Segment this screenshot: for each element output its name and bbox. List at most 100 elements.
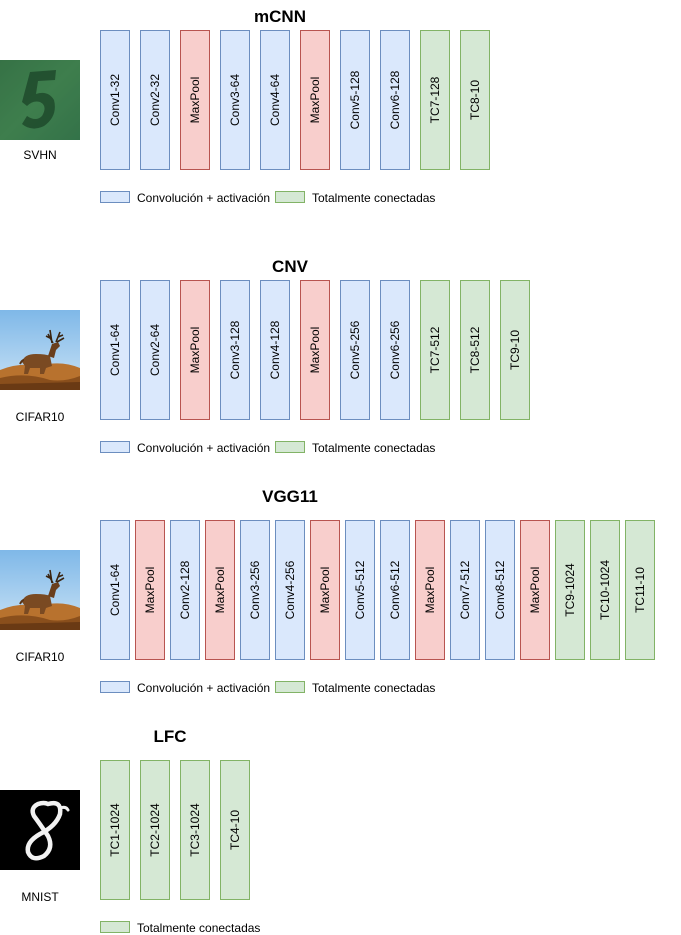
legend-swatch (100, 441, 130, 453)
layer-label: TC7-512 (428, 326, 442, 374)
layer-label: Conv2-128 (178, 560, 192, 620)
layer-block-fc: TC9-10 (500, 280, 530, 420)
legend-swatch (275, 681, 305, 693)
dataset-sample-image (0, 550, 80, 630)
layer-label: TC9-10 (508, 329, 522, 371)
layer-block-conv: Conv8-512 (485, 520, 515, 660)
layer-block-conv: Conv2-128 (170, 520, 200, 660)
legend-item-fc: Totalmente conectadas (0, 191, 681, 205)
layer-block-conv: Conv4-64 (260, 30, 290, 170)
layer-label: Conv4-128 (268, 320, 282, 380)
layer-block-pool: MaxPool (180, 280, 210, 420)
legend-label: Convolución + activación (137, 191, 271, 205)
layer-block-conv: Conv5-256 (340, 280, 370, 420)
layer-label: TC2-1024 (148, 803, 162, 857)
layer-block-conv: Conv1-64 (100, 280, 130, 420)
layer-block-fc: TC8-512 (460, 280, 490, 420)
layer-label: TC11-10 (633, 567, 647, 613)
legend-item-fc: Totalmente conectadas (0, 921, 681, 935)
layer-block-conv: Conv3-64 (220, 30, 250, 170)
layer-block-fc: TC1-1024 (100, 760, 130, 900)
network-title: LFC (153, 727, 187, 746)
layer-block-fc: TC11-10 (625, 520, 655, 660)
layer-block-pool: MaxPool (415, 520, 445, 660)
layer-label: TC3-1024 (188, 803, 202, 857)
layer-block-conv: Conv4-128 (260, 280, 290, 420)
layer-block-conv: Conv5-128 (340, 30, 370, 170)
dataset-sample-image (0, 60, 80, 140)
dataset-label: CIFAR10 (15, 650, 65, 664)
layer-label: Conv6-128 (388, 70, 402, 130)
layer-label: Conv1-32 (108, 73, 122, 127)
layer-block-fc: TC4-10 (220, 760, 250, 900)
dataset-sample-image (0, 310, 80, 390)
layer-block-pool: MaxPool (135, 520, 165, 660)
layer-label: Conv3-64 (228, 73, 242, 127)
legend-label: Totalmente conectadas (312, 441, 436, 455)
legend-item-conv: Convolución + activación (0, 441, 681, 455)
legend-label: Totalmente conectadas (312, 191, 436, 205)
legend-swatch (100, 921, 130, 933)
layer-label: Conv4-256 (283, 560, 297, 620)
layer-label: Conv1-64 (108, 323, 122, 377)
layer-block-conv: Conv6-256 (380, 280, 410, 420)
dataset-label: SVHN (23, 148, 57, 162)
legend-label: Convolución + activación (137, 441, 271, 455)
layer-label: TC7-128 (428, 76, 442, 124)
layer-block-conv: Conv2-32 (140, 30, 170, 170)
layer-block-fc: TC7-128 (420, 30, 450, 170)
layer-label: Conv8-512 (493, 560, 507, 620)
layer-label: Conv5-256 (348, 320, 362, 380)
layer-label: TC10-1024 (598, 559, 612, 621)
dataset-label: CIFAR10 (15, 410, 65, 424)
layer-label: Conv2-32 (148, 73, 162, 127)
layer-label: TC9-1024 (563, 563, 577, 617)
layer-label: MaxPool (188, 76, 202, 124)
layer-block-pool: MaxPool (300, 30, 330, 170)
layer-label: MaxPool (528, 566, 542, 614)
layer-label: Conv3-128 (228, 320, 242, 380)
layer-block-fc: TC7-512 (420, 280, 450, 420)
layer-label: MaxPool (213, 566, 227, 614)
layer-block-conv: Conv6-512 (380, 520, 410, 660)
layer-label: Conv6-256 (388, 320, 402, 380)
layer-block-conv: Conv1-64 (100, 520, 130, 660)
network-title: VGG11 (262, 487, 318, 506)
layer-label: TC1-1024 (108, 803, 122, 857)
layer-label: MaxPool (188, 326, 202, 374)
layer-block-conv: Conv4-256 (275, 520, 305, 660)
layer-block-pool: MaxPool (300, 280, 330, 420)
layer-block-fc: TC10-1024 (590, 520, 620, 660)
layer-label: MaxPool (423, 566, 437, 614)
legend-label: Convolución + activación (137, 681, 271, 695)
layer-label: Conv5-128 (348, 70, 362, 130)
layer-label: MaxPool (318, 566, 332, 614)
layer-label: MaxPool (308, 326, 322, 374)
layer-block-conv: Conv1-32 (100, 30, 130, 170)
layer-block-pool: MaxPool (310, 520, 340, 660)
legend-swatch (100, 191, 130, 203)
layer-label: Conv1-64 (108, 563, 122, 617)
network-title: mCNN (254, 7, 306, 26)
dataset-label: MNIST (21, 890, 59, 904)
network-title: CNV (272, 257, 308, 276)
layer-block-conv: Conv7-512 (450, 520, 480, 660)
layer-block-conv: Conv3-128 (220, 280, 250, 420)
layer-block-conv: Conv3-256 (240, 520, 270, 660)
layer-label: Conv3-256 (248, 560, 262, 620)
dataset-sample-image (0, 790, 80, 870)
legend-swatch (275, 191, 305, 203)
layer-label: Conv2-64 (148, 323, 162, 377)
layer-block-fc: TC2-1024 (140, 760, 170, 900)
layer-label: MaxPool (143, 566, 157, 614)
layer-block-fc: TC8-10 (460, 30, 490, 170)
layer-block-pool: MaxPool (205, 520, 235, 660)
layer-block-pool: MaxPool (520, 520, 550, 660)
legend-item-fc: Totalmente conectadas (0, 681, 681, 695)
layer-block-conv: Conv5-512 (345, 520, 375, 660)
layer-label: TC8-10 (468, 79, 482, 121)
layer-label: Conv4-64 (268, 73, 282, 127)
legend-item-conv: Convolución + activación (0, 191, 681, 205)
legend-swatch (275, 441, 305, 453)
layer-label: TC8-512 (468, 326, 482, 374)
